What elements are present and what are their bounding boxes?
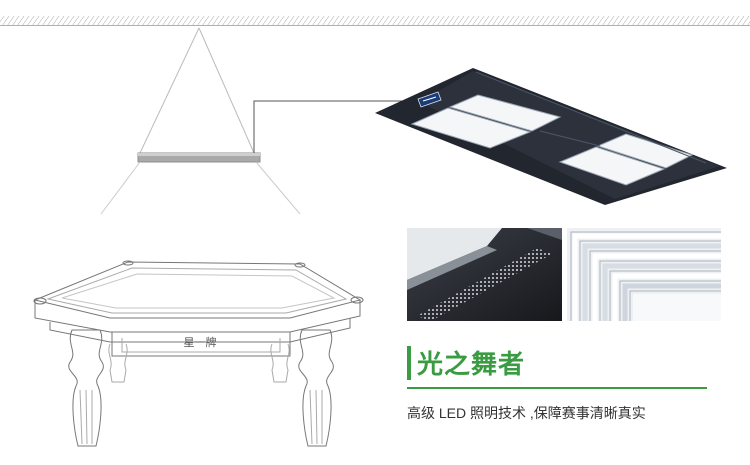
product-info: 光之舞者 高级 LED 照明技术 ,保障赛事清晰真实 <box>407 338 707 421</box>
hanging-lamp-side-view <box>100 27 420 215</box>
table-brand-label: 星⼀牌 <box>184 335 217 349</box>
light-frame-3d <box>375 68 727 205</box>
product-description: 高级 LED 照明技术 ,保障赛事清晰真实 <box>407 405 646 421</box>
product-title: 光之舞者 <box>417 349 526 379</box>
title-accent-bar <box>407 346 411 380</box>
brand-badge-icon <box>417 91 442 108</box>
title-underline <box>407 387 707 389</box>
billiard-table-line-drawing <box>33 260 364 447</box>
frame-detail-photo <box>567 228 721 321</box>
led-strip-photo <box>407 228 562 321</box>
light-panels <box>410 94 694 186</box>
ceiling-hatch <box>0 16 750 26</box>
